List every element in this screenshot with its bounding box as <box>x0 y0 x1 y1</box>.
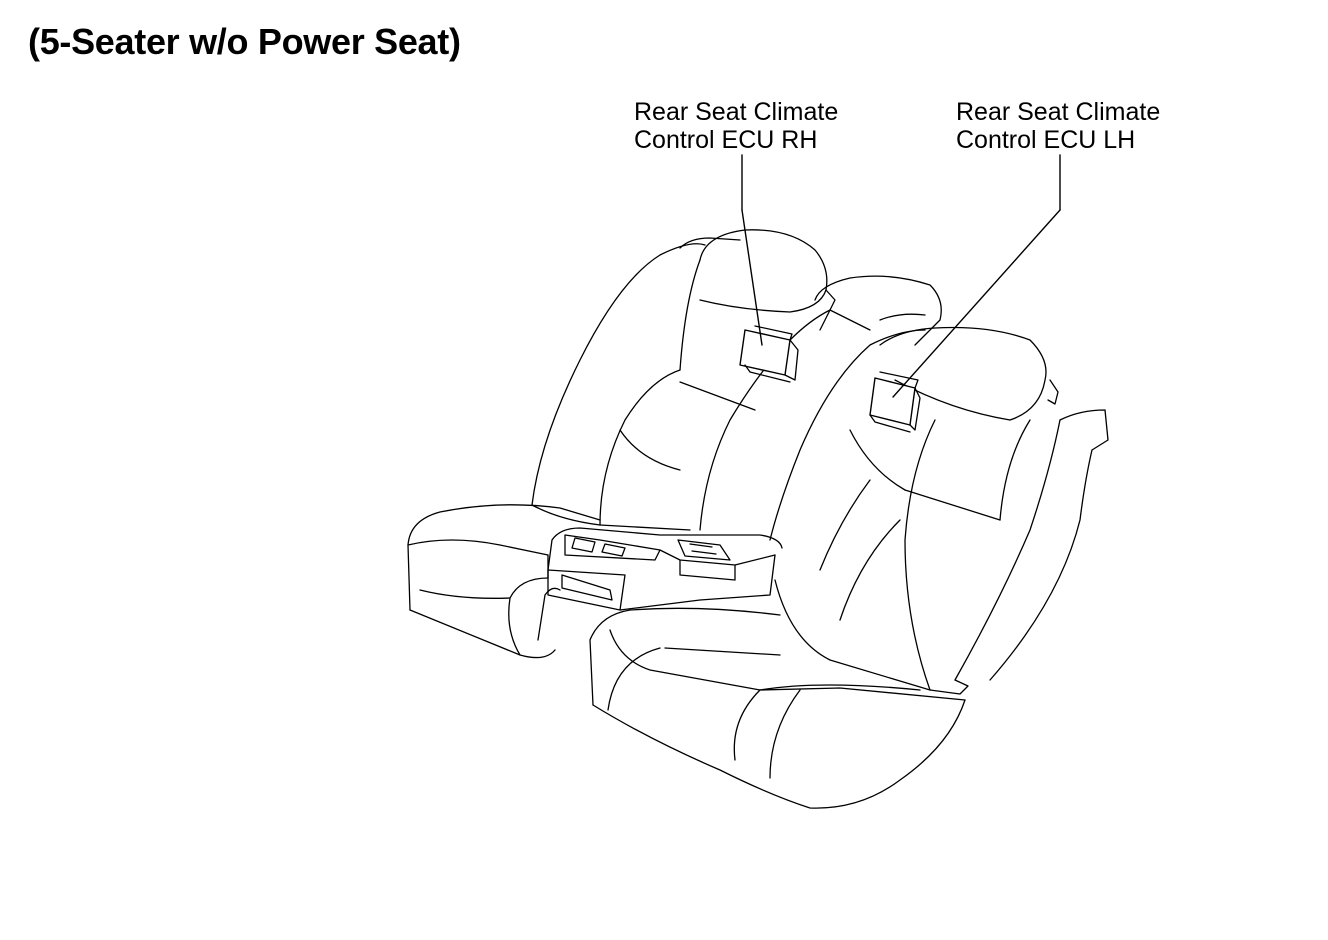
right-seat-backrest <box>769 309 1109 695</box>
center-armrest <box>547 527 783 611</box>
left-seat-backrest <box>531 243 791 531</box>
callout-label-ecu-lh: Rear Seat Climate Control ECU LH <box>956 98 1160 154</box>
leader-line-lh <box>892 209 1061 398</box>
ecu-rh-component <box>739 325 799 383</box>
callout-rh-line1: Rear Seat Climate <box>634 98 839 126</box>
right-seat-cushion <box>589 607 966 809</box>
left-headrest <box>679 229 836 331</box>
leader-line-rh <box>741 209 763 346</box>
diagram-title: (5-Seater w/o Power Seat) <box>28 21 461 62</box>
callout-lh-line2: Control ECU LH <box>956 126 1136 154</box>
callout-lh-line1: Rear Seat Climate <box>956 98 1161 126</box>
left-seat-cushion <box>407 504 601 659</box>
right-headrest <box>814 275 1059 421</box>
callout-rh-line2: Control ECU RH <box>634 126 818 154</box>
callout-label-ecu-rh: Rear Seat Climate Control ECU RH <box>634 98 838 154</box>
ecu-lh-component <box>869 371 921 433</box>
